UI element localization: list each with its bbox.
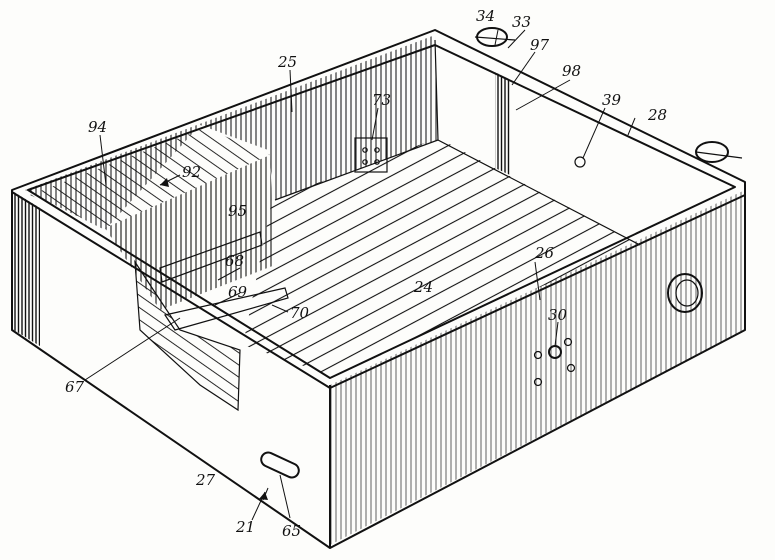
label-69: 69 — [228, 283, 248, 301]
hole-39 — [574, 156, 586, 168]
label-33: 33 — [512, 13, 531, 31]
divider-panel — [495, 72, 510, 175]
label-26: 26 — [534, 244, 555, 262]
label-65: 65 — [282, 522, 301, 540]
front-side-wall — [330, 190, 745, 545]
handle-slot-65 — [260, 451, 300, 479]
compartment-front — [105, 155, 275, 310]
label-73: 73 — [372, 91, 391, 109]
label-94: 94 — [88, 118, 107, 136]
label-67: 67 — [65, 378, 85, 396]
label-97: 97 — [530, 36, 550, 54]
label-25: 25 — [277, 53, 297, 71]
floor-back-edge — [274, 139, 439, 201]
label-95: 95 — [228, 202, 247, 220]
label-24: 24 — [413, 278, 433, 296]
label-21: 21 — [235, 518, 255, 536]
bracket-73 — [354, 137, 388, 173]
arrow-92-head — [160, 178, 169, 187]
round-port — [667, 273, 703, 313]
inner-rim — [27, 44, 736, 379]
label-39: 39 — [602, 91, 622, 109]
label-92: 92 — [182, 163, 201, 181]
lug-34-right — [695, 141, 729, 163]
left-end-shading — [14, 192, 40, 346]
label-68: 68 — [225, 252, 244, 270]
tray-floor — [243, 138, 640, 375]
label-28: 28 — [647, 106, 667, 124]
shelf-68 — [159, 231, 263, 283]
compartment-top — [30, 128, 270, 228]
label-34: 34 — [476, 7, 495, 25]
cutaway-section — [134, 259, 241, 412]
label-98: 98 — [562, 62, 581, 80]
arrow-21-head — [259, 492, 268, 500]
label-30: 30 — [548, 306, 568, 324]
label-70: 70 — [290, 304, 310, 322]
label-27: 27 — [195, 471, 216, 489]
